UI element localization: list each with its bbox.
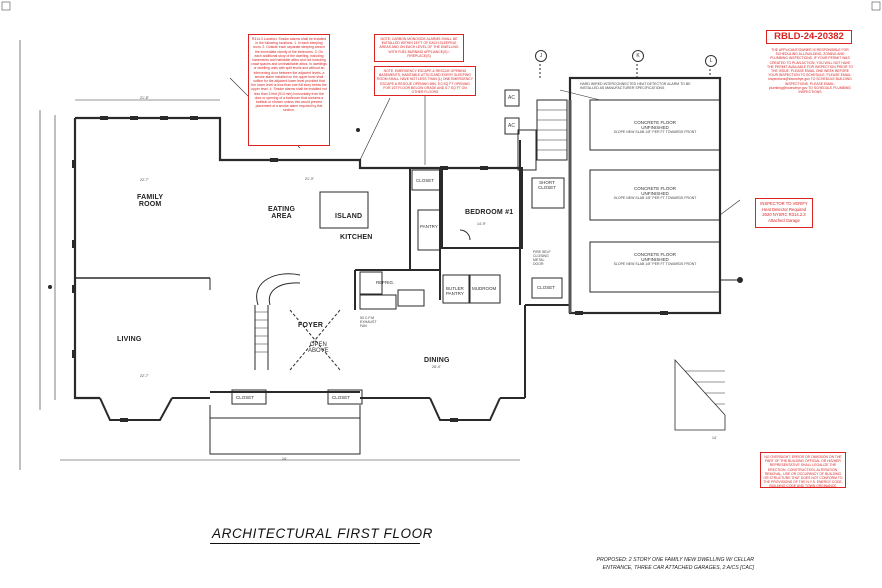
eating-area-line1: EATING <box>268 206 296 213</box>
butler-pantry-label: BUTLER PANTRY <box>446 286 464 296</box>
family-room-line2: ROOM <box>138 201 162 208</box>
note-smoke-alarm: R314.3 Location: Smoke alarms shall be i… <box>248 34 330 146</box>
pantry-label: PANTRY <box>420 224 438 229</box>
room-living-label: LIVING <box>117 336 142 343</box>
garage-bay-3-slope: SLOPE NEW SLAB 1/8" PER FT TOWARDS FRONT <box>613 262 697 266</box>
room-foyer-label: FOYER <box>298 322 324 329</box>
sheet-title: ARCHITECTURAL FIRST FLOOR <box>212 526 434 541</box>
note-disclaimer: NO OVERSIGHT, ERROR OR OMISSION ON THE P… <box>760 452 846 488</box>
dim-front: 24' <box>282 457 287 461</box>
closet-foyer-left-label: CLOSET <box>236 395 255 400</box>
garage-bay-1-line1: CONCRETE FLOOR <box>633 120 676 125</box>
dim-eating: 21'-3" <box>305 177 314 181</box>
open-above-line2: ABOVE <box>308 348 329 354</box>
short-closet-line1: SHORT <box>539 180 555 185</box>
exhaust-fan-label: 50 C.F.M EXHAUST FAN <box>360 316 377 328</box>
butler-pantry-line2: PANTRY <box>446 291 464 296</box>
note-co-alarm: NOTE: CARBON MONOXIDE ALARMS SHALL BE IN… <box>374 34 464 62</box>
sheet-title-underline <box>210 543 420 544</box>
eating-area-line2: AREA <box>271 213 292 220</box>
garage-bay-1-line2: UNFINISHED <box>641 125 669 130</box>
butler-pantry-line1: BUTLER <box>446 286 464 291</box>
short-closet-label: SHORT CLOSET <box>538 180 556 190</box>
room-family-label: FAMILY ROOM <box>137 194 163 208</box>
grid-bubble-j: J <box>535 50 547 62</box>
note-inspector: INSPECTOR TO VERIFY Heat Detector Requir… <box>755 198 813 228</box>
permit-number: RBLD-24-20382 <box>766 30 852 44</box>
grid-bubble-k: K <box>632 50 644 62</box>
footer-line-2: ENTRANCE, THREE CAR ATTACHED GARAGES, 2 … <box>602 565 754 571</box>
dim-bedroom: 14'-9" <box>477 222 486 226</box>
open-above-label: OPEN ABOVE <box>308 342 329 354</box>
room-bedroom-label: BEDROOM #1 <box>465 209 514 216</box>
garage-bay-2-line1: CONCRETE FLOOR <box>633 186 676 191</box>
garage-bay-1: CONCRETE FLOOR UNFINISHED SLOPE NEW SLAB… <box>610 120 700 134</box>
grid-bubble-l: L <box>705 55 717 67</box>
ac-2-label: AC <box>508 123 515 129</box>
mudroom-label: MUDROOM <box>472 286 497 291</box>
garage-bay-2: CONCRETE FLOOR UNFINISHED SLOPE NEW SLAB… <box>610 186 700 200</box>
room-dining-label: DINING <box>424 357 450 364</box>
ac-1-label: AC <box>508 95 515 101</box>
note-egress: NOTE: EMERGENCY ESCAPE & RESCUE OPENING … <box>374 66 476 96</box>
dim-stair: 14' <box>712 436 717 440</box>
garage-bay-3-line2: UNFINISHED <box>641 257 669 262</box>
open-above-line1: OPEN <box>309 342 327 348</box>
dim-dining: 28'-4" <box>432 365 441 369</box>
garage-bay-3: CONCRETE FLOOR UNFINISHED SLOPE NEW SLAB… <box>610 252 700 266</box>
note-approval: THE APPLICANT/OWNER IS RESPONSIBLE FOR S… <box>765 46 855 120</box>
refrig-label: REFRIG. <box>376 280 395 285</box>
closet-kitchen-label: CLOSET <box>416 178 435 183</box>
room-kitchen-label: KITCHEN <box>340 234 373 241</box>
garage-door-label: FIRE SELF CLOSING METAL DOOR <box>533 250 551 266</box>
closet-garage-label: CLOSET <box>537 285 556 290</box>
dim-family: 22'-7" <box>140 178 149 182</box>
dim-top: 21'-8" <box>140 96 149 100</box>
room-island-label: ISLAND <box>335 213 363 220</box>
short-closet-line2: CLOSET <box>538 185 557 190</box>
garage-bay-1-slope: SLOPE NEW SLAB 1/8" PER FT TOWARDS FRONT <box>613 130 697 134</box>
footer-line-1: PROPOSED: 2 STORY ONE FAMILY NEW DWELLIN… <box>596 557 755 563</box>
dim-living: 22'-7" <box>140 374 149 378</box>
room-eating-area-label: EATING AREA <box>268 206 295 220</box>
garage-bay-2-slope: SLOPE NEW SLAB 1/8" PER FT TOWARDS FRONT <box>613 196 697 200</box>
garage-bay-3-line1: CONCRETE FLOOR <box>633 252 676 257</box>
family-room-line1: FAMILY <box>137 194 164 201</box>
closet-foyer-right-label: CLOSET <box>332 395 351 400</box>
garage-bay-2-line2: UNFINISHED <box>641 191 669 196</box>
heat-alarm-label: HARD WIRED INTERCONNECTED HEAT DETECTOR … <box>580 82 691 90</box>
